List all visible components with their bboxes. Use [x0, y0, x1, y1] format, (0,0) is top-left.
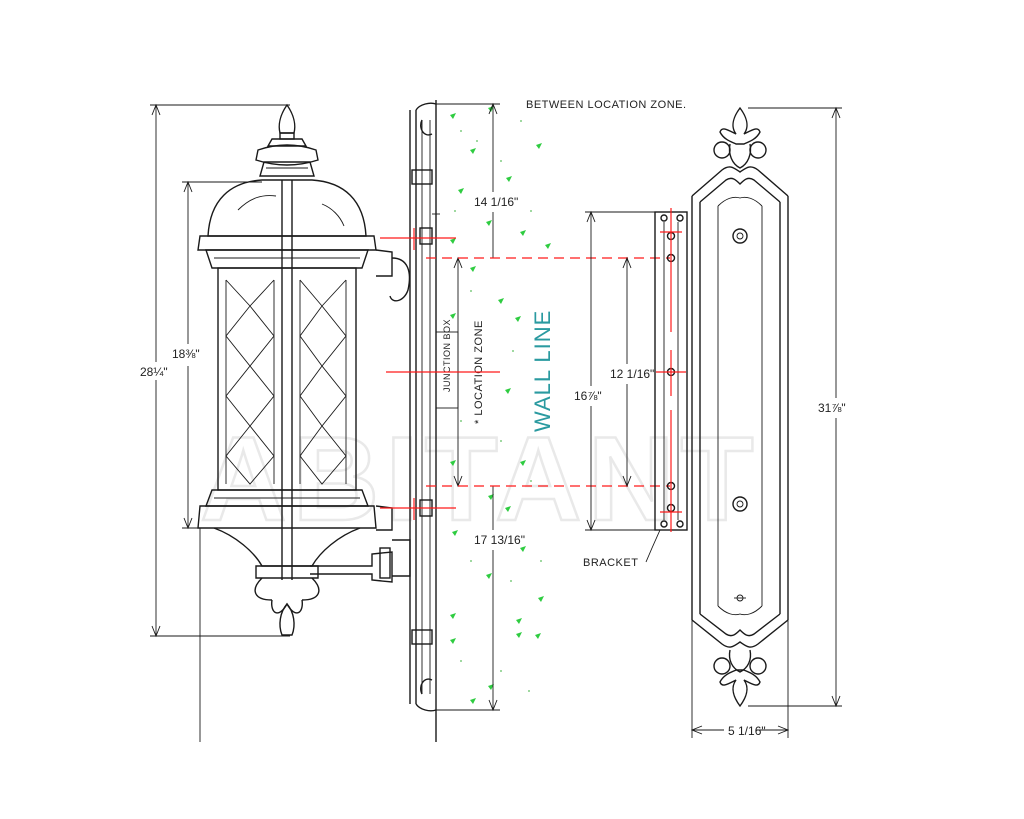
zone-dimensions: 14 1/16" 17 13/16" BETWEEN LOCATION ZONE… [436, 99, 687, 712]
overall-height-label: 28¼" [140, 365, 168, 379]
lantern-side-view [197, 103, 411, 636]
left-dimensions: 28¼" 18⅜" [134, 103, 290, 742]
red-guide-lines [380, 228, 670, 520]
backplate-width-label: 5 1/16" [728, 724, 766, 738]
wall-section [409, 100, 459, 742]
between-zone-label: BETWEEN LOCATION ZONE. [526, 99, 687, 111]
bracket-label: BRACKET [583, 557, 638, 569]
bottom-zone-label: 17 13/16" [474, 533, 525, 547]
glass-height-label: 18⅜" [172, 347, 200, 361]
mount-spacing-label: 12 1/16" [610, 367, 654, 381]
top-zone-label: 14 1/16" [474, 195, 518, 209]
backplate-view [691, 106, 789, 708]
wall-line-label: WALL LINE [530, 310, 555, 432]
backplate-height-label: 31⅞" [818, 401, 846, 415]
bracket-view [654, 208, 688, 532]
bracket-height-label: 16⅞" [574, 389, 602, 403]
junction-box-label: JUNCTION BOX [442, 319, 452, 392]
watermark: ABITANT [200, 412, 760, 546]
backplate-dimensions: 31⅞" 5 1/16" [690, 106, 856, 740]
bracket-dimensions: 16⅞" 12 1/16" BRACKET [572, 210, 661, 569]
